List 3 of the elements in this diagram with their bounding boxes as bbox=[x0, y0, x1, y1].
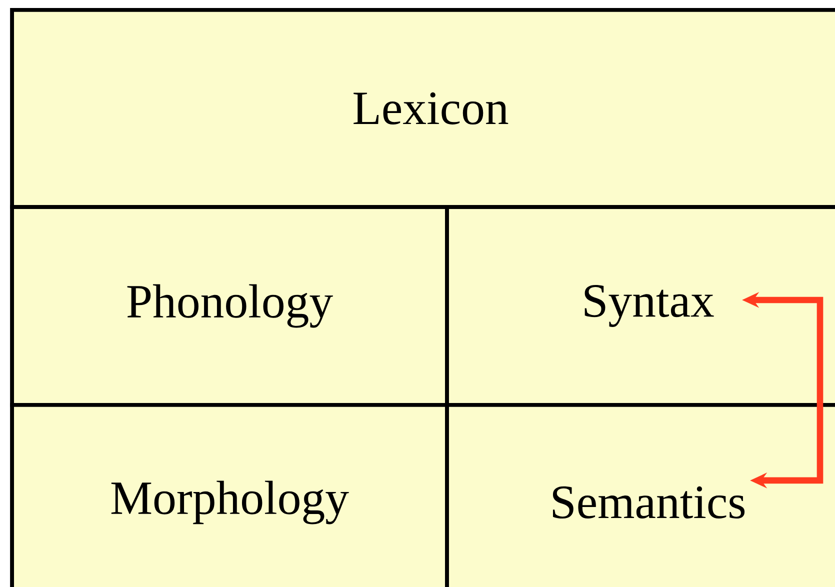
table-cell: Semantics bbox=[445, 403, 835, 587]
table-cell: Morphology bbox=[10, 403, 449, 587]
table-cell: Phonology bbox=[10, 205, 449, 407]
